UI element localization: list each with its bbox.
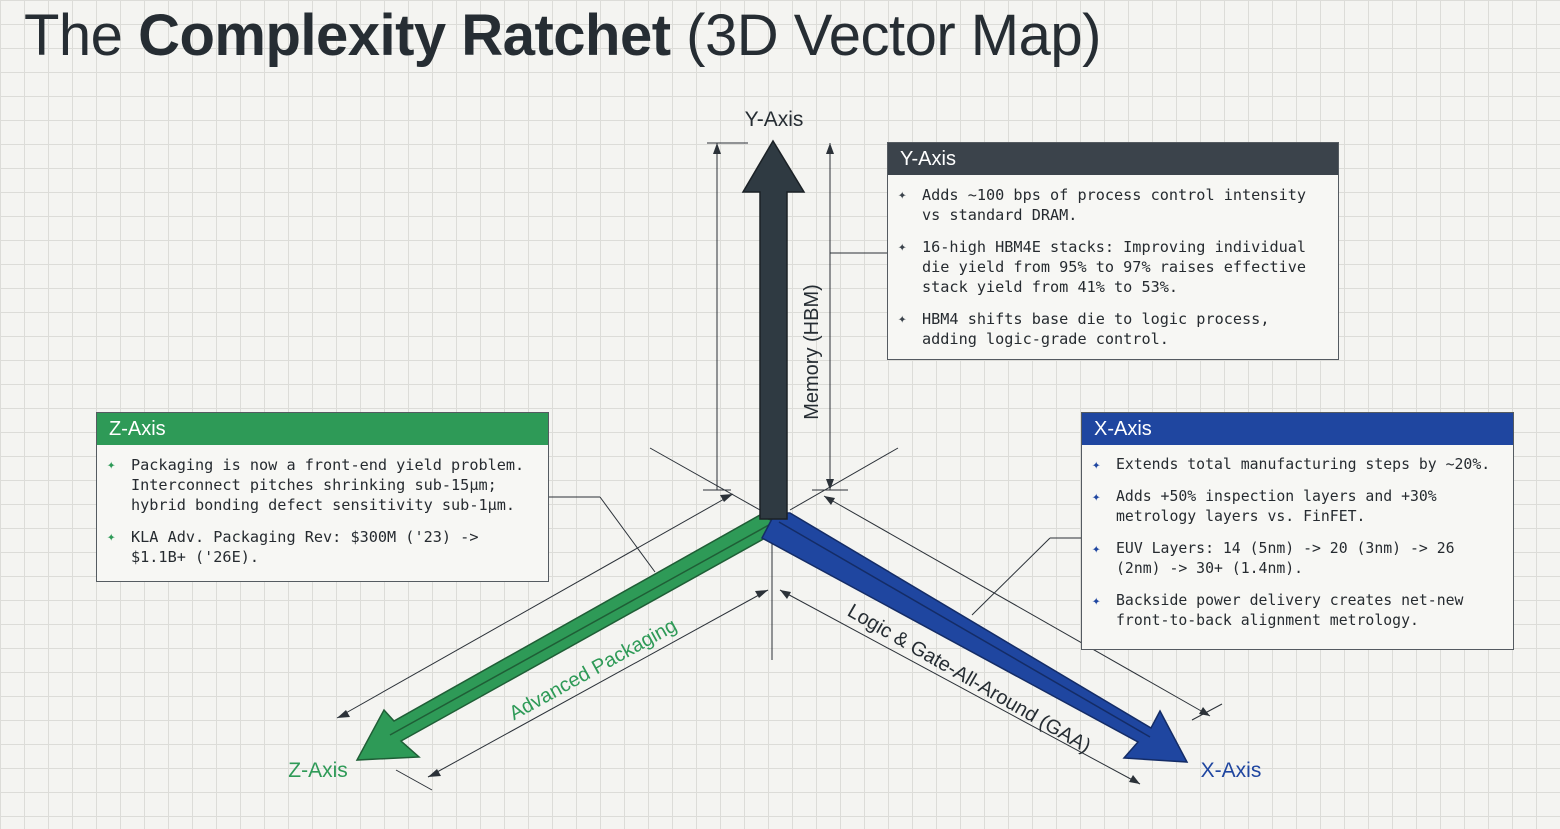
z-dimension-upper	[336, 493, 734, 719]
guide-line-upper-left	[649, 447, 761, 511]
sparkle-icon: ✦	[898, 239, 907, 255]
sparkle-icon: ✦	[1092, 541, 1101, 557]
x-bullet-list: ✦ Extends total manufacturing steps by ~2…	[1082, 445, 1513, 631]
bullet-text: KLA Adv. Packaging Rev: $300M ('23) -> $…	[131, 528, 479, 566]
y-axis-arrow	[741, 139, 806, 520]
sparkle-icon: ✦	[1092, 489, 1101, 505]
list-item: ✦ Extends total manufacturing steps by ~2…	[1092, 455, 1503, 475]
y-axis-label: Y-Axis	[745, 108, 804, 131]
list-item: ✦ Backside power delivery creates net-new…	[1092, 591, 1503, 631]
sparkle-icon: ✦	[898, 187, 907, 203]
sparkle-icon: ✦	[898, 311, 907, 327]
x-axis-info-box: X-Axis ✦ Extends total manufacturing step…	[1081, 412, 1514, 650]
title-prefix: The	[24, 3, 139, 68]
x-box-header: X-Axis	[1082, 413, 1513, 445]
list-item: ✦ Adds ~100 bps of process control intens…	[898, 185, 1328, 225]
z-bullet-list: ✦ Packaging is now a front-end yield prob…	[97, 445, 548, 567]
x-dimension-lower	[779, 589, 1141, 785]
sparkle-icon: ✦	[107, 529, 116, 545]
list-item: ✦ KLA Adv. Packaging Rev: $300M ('23) -> …	[107, 527, 538, 567]
bullet-text: EUV Layers: 14 (5nm) -> 20 (3nm) -> 26 (…	[1116, 540, 1455, 577]
z-axis-arrow	[355, 514, 787, 761]
y-bullet-list: ✦ Adds ~100 bps of process control intens…	[888, 175, 1338, 349]
page-title: The Complexity Ratchet (3D Vector Map)	[24, 2, 1101, 69]
list-item: ✦ Packaging is now a front-end yield prob…	[107, 455, 538, 515]
y-box-header: Y-Axis	[888, 143, 1338, 175]
bullet-text: Packaging is now a front-end yield probl…	[131, 456, 525, 514]
x-axis-label: X-Axis	[1201, 759, 1262, 782]
x-dimension-upper	[823, 495, 1211, 717]
title-suffix: (3D Vector Map)	[670, 3, 1101, 68]
bullet-text: Adds +50% inspection layers and +30% met…	[1116, 488, 1437, 525]
list-item: ✦ Adds +50% inspection layers and +30% me…	[1092, 487, 1503, 527]
title-bold: Complexity Ratchet	[138, 3, 671, 68]
list-item: ✦ EUV Layers: 14 (5nm) -> 20 (3nm) -> 26 …	[1092, 539, 1503, 579]
y-axis-info-box: Y-Axis ✦ Adds ~100 bps of process control…	[887, 142, 1339, 360]
z-axis-info-box: Z-Axis ✦ Packaging is now a front-end yie…	[96, 412, 549, 582]
bullet-text: Adds ~100 bps of process control intensi…	[922, 186, 1307, 224]
sparkle-icon: ✦	[1092, 593, 1101, 609]
y-axis-name: Memory (HBM)	[801, 284, 823, 420]
z-dimension-lower	[427, 589, 769, 778]
bullet-text: Backside power delivery creates net-new …	[1116, 592, 1464, 629]
sparkle-icon: ✦	[107, 457, 116, 473]
z-box-header: Z-Axis	[97, 413, 548, 445]
list-item: ✦ HBM4 shifts base die to logic process, …	[898, 309, 1328, 349]
z-axis-label: Z-Axis	[288, 759, 348, 782]
bullet-text: 16-high HBM4E stacks: Improving individu…	[922, 238, 1307, 296]
bullet-text: Extends total manufacturing steps by ~20…	[1116, 456, 1491, 473]
list-item: ✦ 16-high HBM4E stacks: Improving individ…	[898, 237, 1328, 297]
bullet-text: HBM4 shifts base die to logic process, a…	[922, 310, 1270, 348]
sparkle-icon: ✦	[1092, 457, 1101, 473]
guide-line-upper-right	[789, 447, 899, 511]
x-axis-arrow	[760, 512, 1189, 763]
